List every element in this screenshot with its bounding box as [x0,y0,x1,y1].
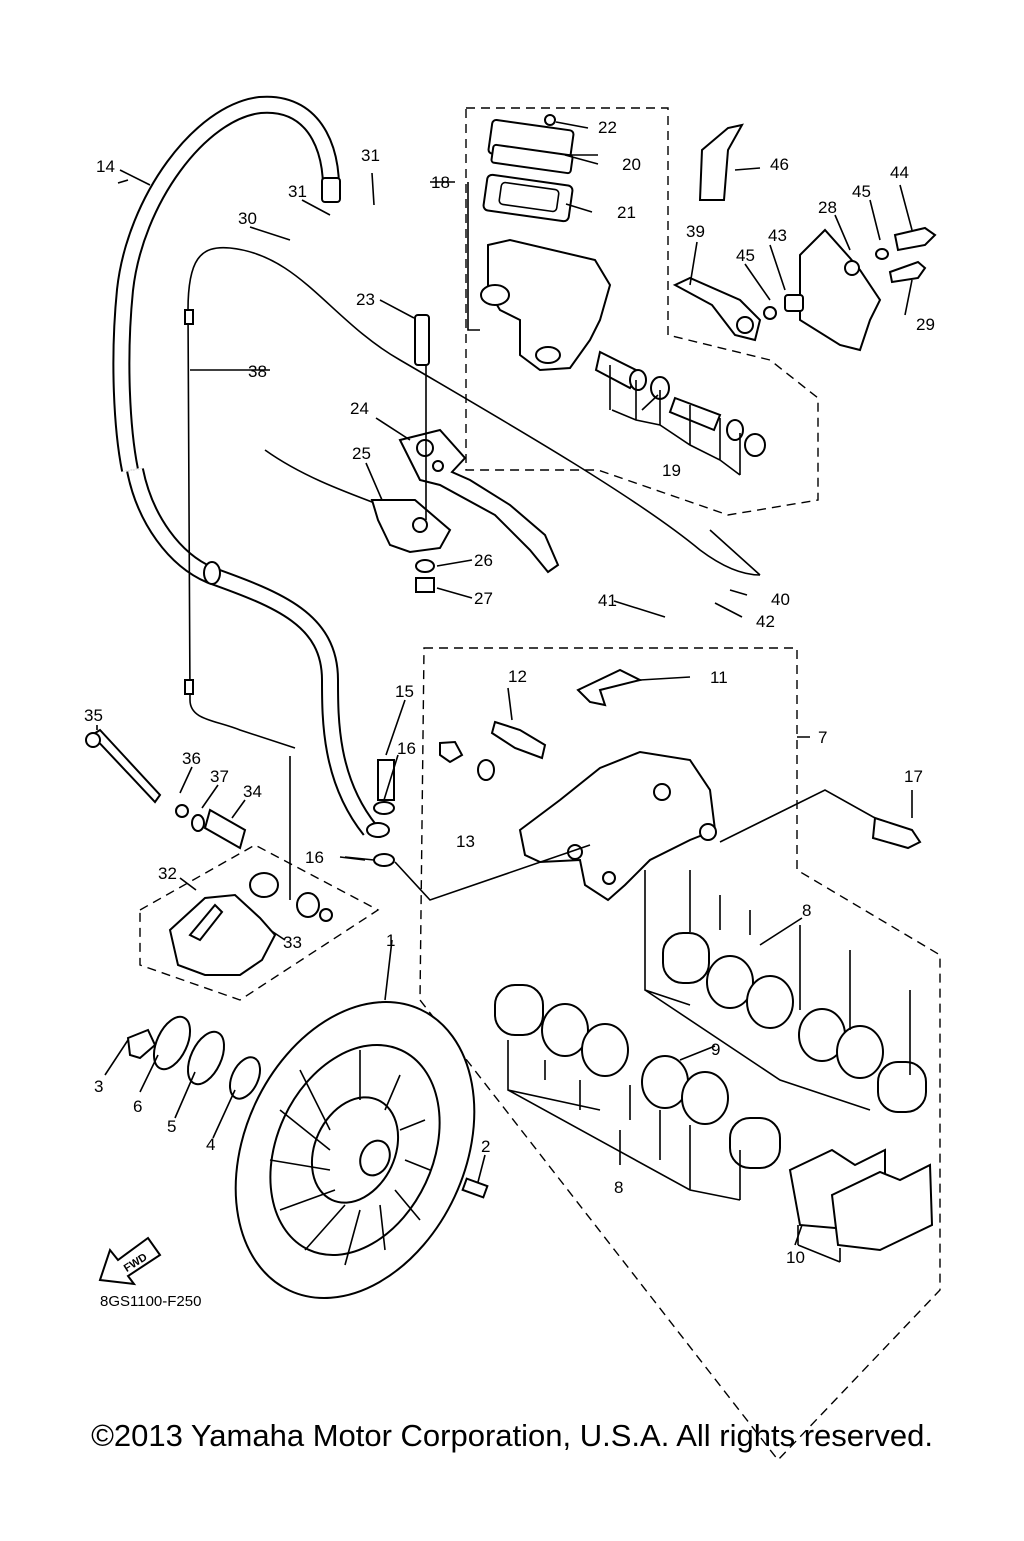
callout-15: 15 [395,682,414,701]
callout-1: 1 [386,931,395,950]
callout-23: 23 [356,290,375,309]
callout-8-b: 8 [614,1178,623,1197]
callout-41: 41 [598,591,617,610]
callout-33: 33 [283,933,302,952]
callout-6: 6 [133,1097,142,1116]
callout-11: 11 [710,668,728,687]
callout-8-a: 8 [802,901,811,920]
brake-disc [126,1001,489,1299]
brake-cables [184,246,761,749]
callout-10: 10 [786,1248,805,1267]
callout-43: 43 [768,226,787,245]
callout-22: 22 [598,118,617,137]
parking-caliper-box [139,844,380,1001]
callout-7: 7 [818,728,827,747]
callout-37: 37 [210,767,229,786]
callout-31-a: 31 [288,182,307,201]
callout-12: 12 [508,667,527,686]
callout-42: 42 [756,612,775,631]
callout-40: 40 [771,590,790,609]
assembly-boxes [139,107,941,1462]
callout-30: 30 [238,209,257,228]
callout-5: 5 [167,1117,176,1136]
callout-27: 27 [474,589,493,608]
callout-46: 46 [770,155,789,174]
caliper-box [419,647,941,1462]
callout-45-b: 45 [736,246,755,265]
callout-28: 28 [818,198,837,217]
pedal-bracket [672,123,937,352]
caliper-assembly [373,668,934,1263]
callout-29: 29 [916,315,935,334]
brake-hose [112,95,390,838]
callout-17: 17 [904,767,923,786]
callout-3: 3 [94,1077,103,1096]
cable-lever [370,499,452,593]
callout-35: 35 [84,706,103,725]
callout-39: 39 [686,222,705,241]
callout-16-a: 16 [397,739,416,758]
callout-2: 2 [481,1137,490,1156]
callout-18: 18 [431,173,450,192]
callout-31-b: 31 [361,146,380,165]
callout-labels: 1 2 3 4 5 6 7 8 8 8 9 10 11 12 13 14 15 … [84,118,935,1267]
callout-45-a: 45 [852,182,871,201]
copyright-notice: ©2013 Yamaha Motor Corporation, U.S.A. A… [91,1418,933,1453]
callout-25: 25 [352,444,371,463]
callout-9: 9 [711,1040,720,1059]
callout-21: 21 [617,203,636,222]
callout-26: 26 [474,551,493,570]
callout-36: 36 [182,749,201,768]
master-cylinder-box [465,107,819,516]
callout-13: 13 [456,832,475,851]
fwd-arrow-icon: FWD [98,1236,162,1286]
callout-20: 20 [622,155,641,174]
callout-24: 24 [350,399,369,418]
diagram-code: 8GS1100-F250 [100,1293,201,1310]
master-cylinder [398,114,766,574]
callout-34: 34 [243,782,262,801]
callout-38: 38 [248,362,267,381]
callout-44: 44 [890,163,909,182]
callout-32: 32 [158,864,177,883]
callout-16-b: 16 [305,848,324,867]
parking-caliper [85,728,333,976]
callout-14: 14 [96,157,115,176]
leader-lines [96,121,913,1246]
callout-19: 19 [662,461,681,480]
callout-4: 4 [206,1135,215,1154]
